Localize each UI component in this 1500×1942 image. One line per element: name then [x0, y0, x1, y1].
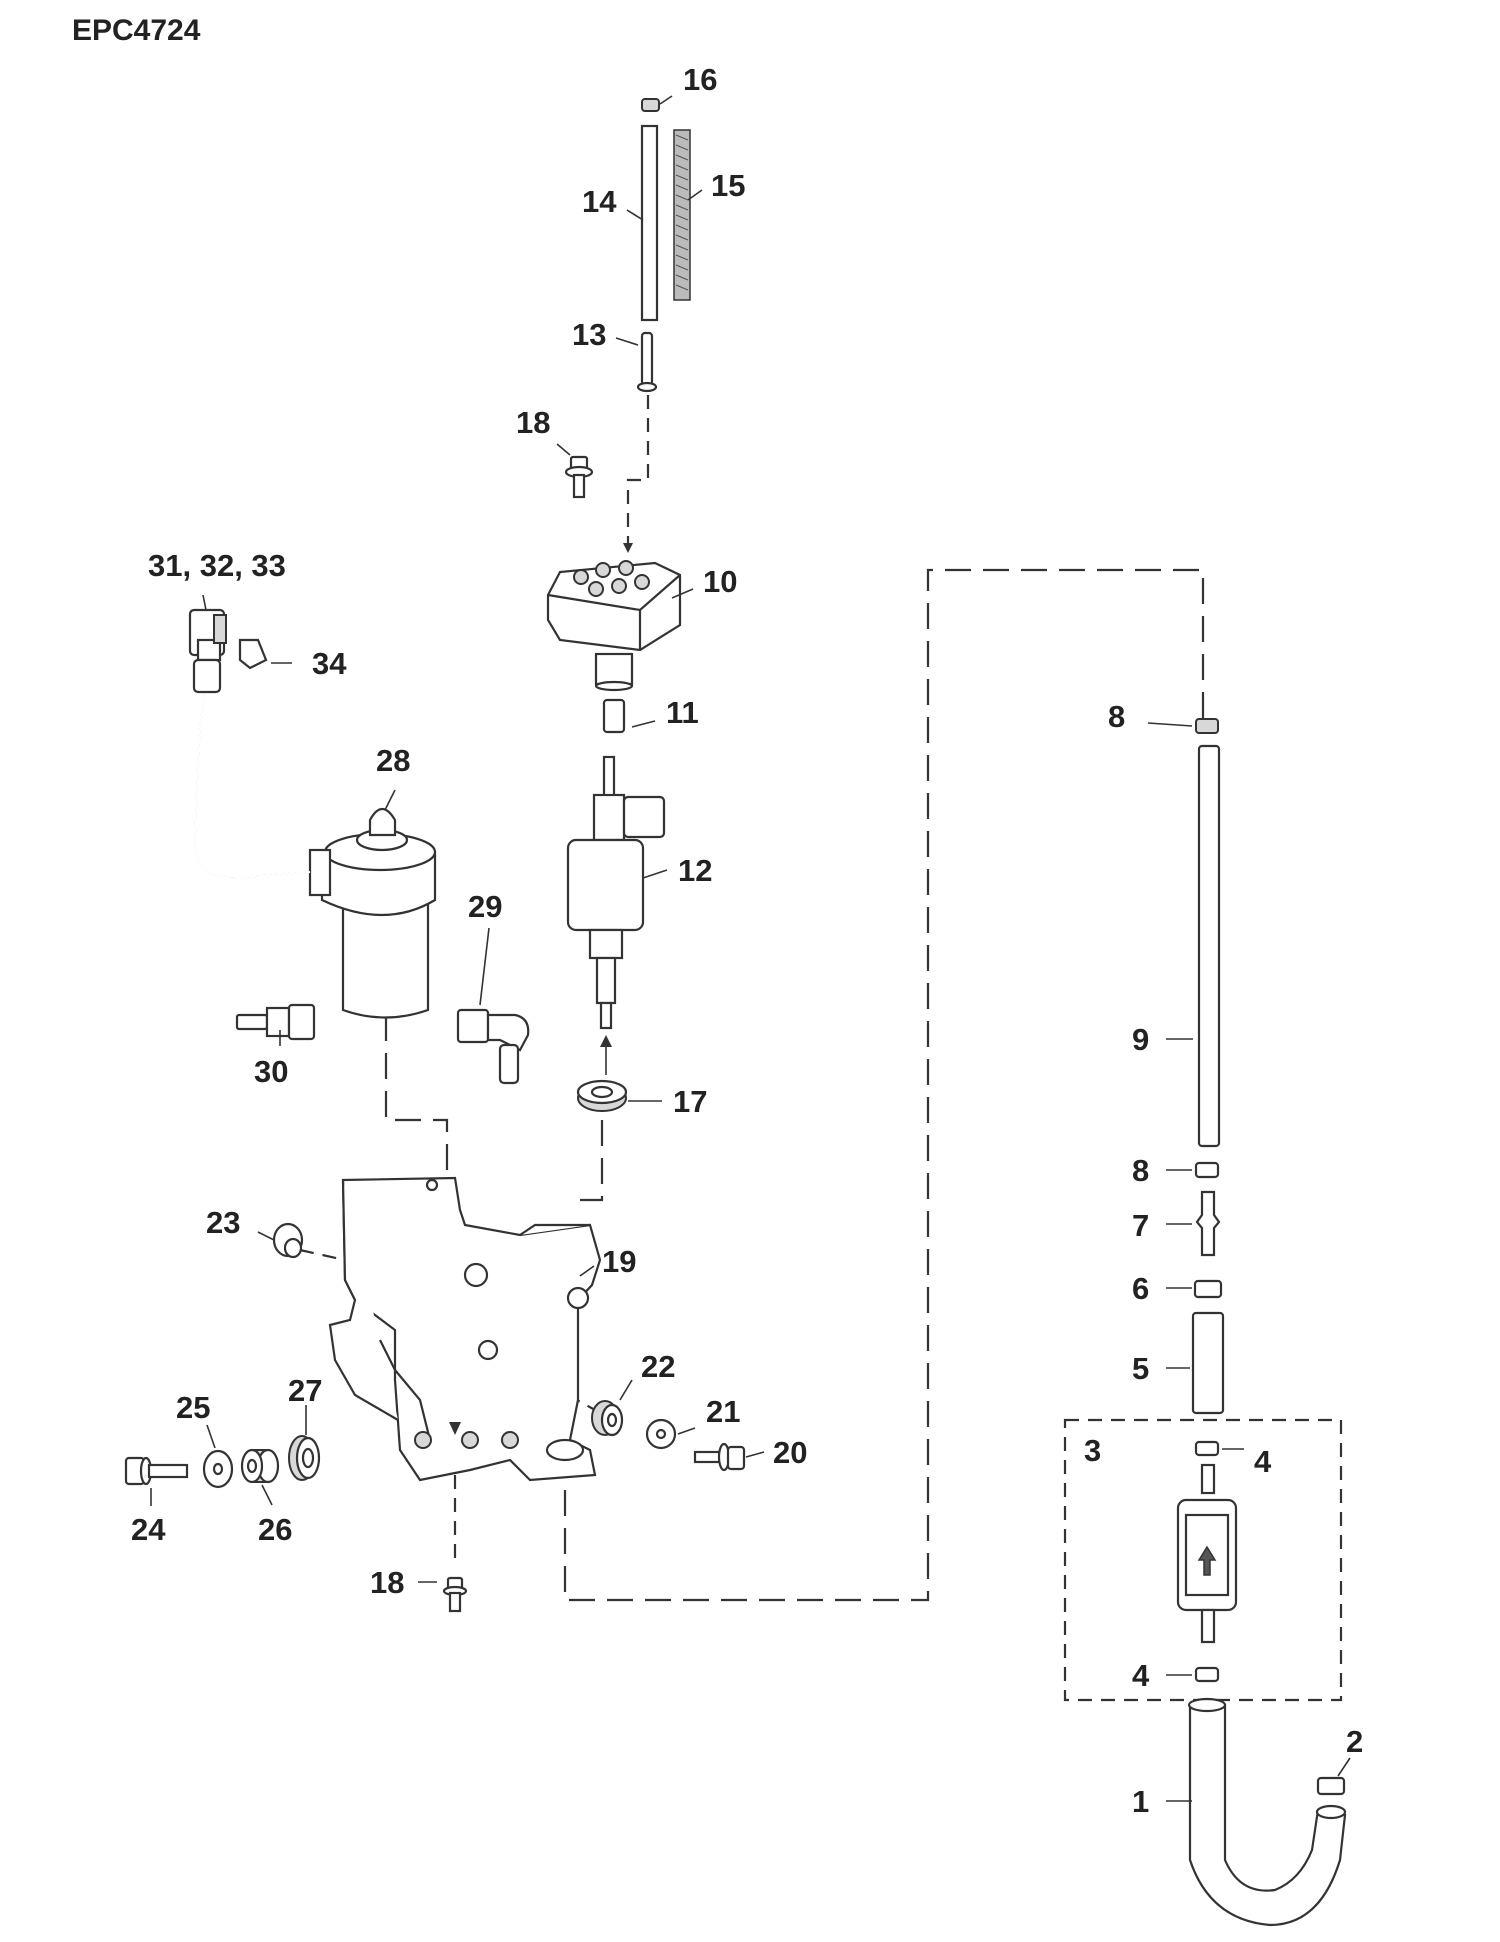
callout-13: 13: [572, 317, 606, 352]
part-3-fuel-filter: [1176, 1463, 1238, 1644]
part-8-clamp-top: [1195, 718, 1219, 734]
callout-27: 27: [288, 1373, 322, 1408]
part-19-mounting-bracket: [328, 1176, 602, 1482]
part-11-sleeve: [602, 698, 626, 734]
callout-5: 5: [1132, 1351, 1149, 1386]
part-4-clamp-bottom: [1194, 1666, 1220, 1683]
callout-8-top: 8: [1108, 699, 1125, 734]
part-4-clamp-top: [1194, 1440, 1220, 1457]
part-12-fuel-pump: [566, 755, 666, 1030]
callout-19: 19: [602, 1244, 636, 1279]
callout-1: 1: [1132, 1784, 1149, 1819]
callout-8-bottom: 8: [1132, 1153, 1149, 1188]
part-14-tube: [640, 124, 659, 322]
callout-25: 25: [176, 1390, 210, 1425]
part-31-33-connector: [188, 608, 227, 694]
part-25-washer: [202, 1449, 234, 1489]
callout-18-top: 18: [516, 405, 550, 440]
callout-2: 2: [1346, 1724, 1363, 1759]
callout-7: 7: [1132, 1208, 1149, 1243]
callout-6: 6: [1132, 1271, 1149, 1306]
part-23-bushing: [272, 1222, 304, 1259]
part-26-spacer: [240, 1448, 280, 1484]
callout-4-bottom: 4: [1132, 1658, 1150, 1693]
part-20-bolt: [693, 1442, 746, 1472]
part-1-u-hose: [1187, 1697, 1347, 1927]
part-28-solenoid-valve: [193, 689, 437, 1019]
callout-18-bottom: 18: [370, 1565, 404, 1600]
part-29-elbow-fitting: [456, 1008, 530, 1085]
callout-22: 22: [641, 1349, 675, 1384]
part-22-grommet: [591, 1400, 624, 1437]
part-8-clamp-bottom: [1194, 1161, 1220, 1179]
part-24-bolt: [124, 1456, 189, 1486]
callout-23: 23: [206, 1205, 240, 1240]
callout-3: 3: [1084, 1433, 1101, 1468]
callout-21: 21: [706, 1394, 740, 1429]
callout-9: 9: [1132, 1022, 1149, 1057]
part-16-cap: [641, 98, 660, 112]
part-7-connector: [1195, 1190, 1221, 1257]
callout-17: 17: [673, 1084, 707, 1119]
callout-14: 14: [582, 184, 617, 219]
flow-arrow-up: [600, 1035, 612, 1075]
callout-31-32-33: 31, 32, 33: [148, 548, 286, 583]
callout-10: 10: [703, 564, 737, 599]
part-34-clip: [238, 638, 268, 670]
callout-11: 11: [666, 695, 699, 730]
part-18-screw-bottom: [442, 1576, 468, 1613]
callout-labels: 16 14 15 13 18 10 11 12 17 19 20 21 22 2…: [131, 62, 1363, 1819]
callout-26: 26: [258, 1512, 292, 1547]
part-2-clamp: [1316, 1776, 1346, 1796]
callout-28: 28: [376, 743, 410, 778]
callout-29: 29: [468, 889, 502, 924]
callout-34: 34: [312, 646, 347, 681]
callout-30: 30: [254, 1054, 288, 1089]
part-27-grommet: [288, 1435, 321, 1481]
part-9-fuel-hose: [1197, 744, 1221, 1148]
callout-20: 20: [773, 1435, 807, 1470]
callout-4-top: 4: [1254, 1444, 1272, 1479]
callout-16: 16: [683, 62, 717, 97]
part-21-washer: [645, 1418, 677, 1450]
leader-lines: [150, 95, 1351, 1802]
callout-15: 15: [711, 168, 745, 203]
callout-24: 24: [131, 1512, 166, 1547]
drawing-code: EPC4724: [72, 14, 201, 47]
callout-12: 12: [678, 853, 712, 888]
part-15-screen: [673, 129, 691, 301]
part-6-clamp: [1193, 1279, 1223, 1299]
part-17-grommet: [576, 1079, 628, 1112]
part-5-hose: [1191, 1311, 1225, 1415]
part-13-pin: [636, 331, 658, 393]
part-10-pump-head: [546, 560, 682, 692]
part-30-fitting: [235, 1003, 316, 1041]
part-18-screw-top: [564, 455, 594, 499]
